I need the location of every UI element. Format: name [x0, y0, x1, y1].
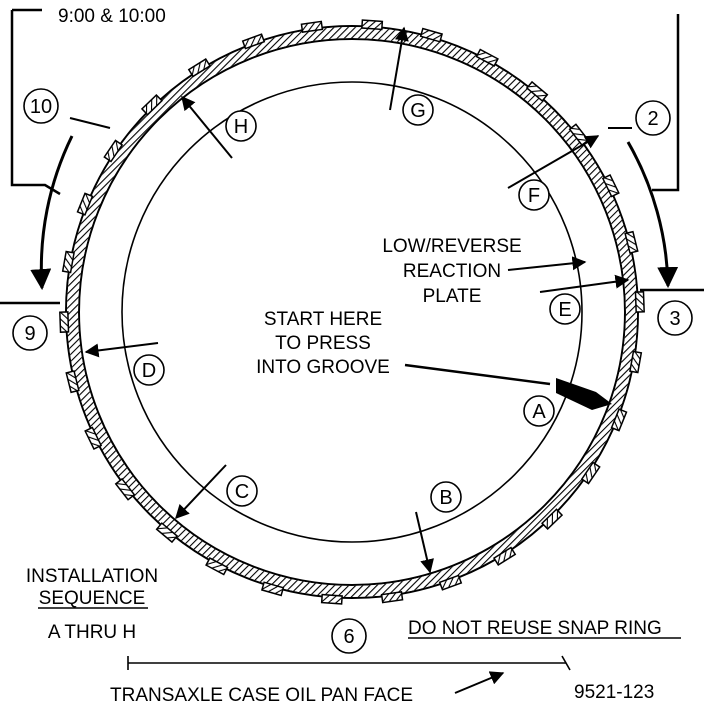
svg-text:INSTALLATION: INSTALLATION	[26, 566, 158, 587]
ring-lug	[380, 590, 404, 604]
ring-lug	[320, 593, 343, 605]
ring-lug	[438, 574, 463, 591]
sequence-letter-text: D	[142, 360, 156, 382]
sequence-letter-a: A	[523, 395, 555, 427]
clock-number-6: 6	[331, 618, 367, 654]
clock-number-text: 3	[669, 308, 680, 330]
sequence-letters: A B C D E F G H	[133, 94, 581, 513]
svg-text:A THRU H: A THRU H	[48, 622, 136, 643]
ring-lug	[114, 477, 136, 501]
ring-lug	[634, 291, 645, 313]
ring-lug	[187, 58, 212, 78]
clock-number-text: 2	[647, 108, 658, 130]
ring-lug	[140, 93, 163, 116]
sequence-letter-text: G	[410, 100, 426, 122]
ring-lug	[629, 350, 643, 374]
ring-lug	[84, 426, 103, 450]
ring-lug	[610, 408, 628, 432]
reaction-plate-arrow	[507, 256, 587, 271]
svg-text:TO PRESS: TO PRESS	[275, 333, 371, 354]
sequence-letter-d: D	[133, 354, 165, 386]
installation-label: INSTALLATION SEQUENCE A THRU H	[26, 566, 158, 643]
ring-lug	[59, 311, 70, 333]
clock-number-9: 9	[12, 315, 48, 351]
svg-text:INTO GROOVE: INTO GROOVE	[256, 357, 390, 378]
oil-pan-label: TRANSAXLE CASE OIL PAN FACE	[110, 685, 413, 706]
start-here-arrow	[404, 363, 612, 410]
ring-lug	[103, 139, 124, 163]
ring-lug	[541, 508, 564, 531]
svg-text:PLATE: PLATE	[423, 286, 482, 307]
svg-text:DO NOT REUSE SNAP RING: DO NOT REUSE SNAP RING	[408, 618, 662, 639]
sequence-letter-text: C	[235, 481, 249, 503]
ring-lug	[492, 546, 517, 566]
time-label: 9:00 & 10:00	[58, 6, 166, 27]
svg-text:REACTION: REACTION	[403, 261, 501, 282]
sequence-letter-c: C	[226, 475, 258, 507]
ring-lug	[300, 20, 324, 34]
ring-lug	[419, 27, 444, 43]
oil-pan-line	[127, 655, 571, 694]
ring-lug	[205, 557, 229, 576]
ring-lug	[155, 522, 179, 544]
sequence-letter-e: E	[549, 293, 581, 325]
svg-text:LOW/REVERSE: LOW/REVERSE	[382, 236, 521, 257]
warning-label: DO NOT REUSE SNAP RING	[408, 618, 681, 639]
sequence-letter-text: E	[558, 299, 571, 321]
clock-number-text: 10	[30, 96, 52, 118]
ring-lug	[475, 48, 499, 67]
snap-ring	[59, 19, 645, 605]
clock-number-10: 10	[23, 88, 59, 124]
ring-lug	[65, 370, 80, 394]
sequence-letter-h: H	[225, 110, 257, 142]
clock-sweep-arrows	[30, 135, 679, 291]
ring-lug	[260, 581, 285, 597]
ring-lug	[361, 19, 384, 31]
ring-lug	[61, 250, 75, 274]
reaction-plate	[121, 81, 583, 543]
sequence-letter-text: B	[439, 487, 452, 509]
start-here-label: START HERE TO PRESS INTO GROOVE	[256, 309, 390, 378]
sequence-arrows	[69, 26, 632, 574]
ring-lug	[580, 461, 601, 485]
clock-number-text: 9	[24, 323, 35, 345]
svg-text:SEQUENCE: SEQUENCE	[39, 588, 146, 609]
sequence-letter-text: H	[234, 116, 248, 138]
ring-lug	[624, 230, 639, 254]
clock-number-3: 3	[657, 300, 693, 336]
clock-numbers: 10 2 9 3 6	[12, 88, 693, 654]
ring-lug	[525, 80, 549, 102]
ring-lug	[601, 174, 620, 198]
clock-number-2: 2	[635, 100, 671, 136]
ring-lug	[241, 33, 266, 50]
ring-lug	[76, 192, 94, 216]
sequence-letter-text: F	[528, 185, 540, 207]
svg-text:START HERE: START HERE	[264, 309, 382, 330]
sequence-letter-f: F	[518, 179, 550, 211]
clock-number-text: 6	[343, 626, 354, 648]
reaction-plate-label: LOW/REVERSE REACTION PLATE	[382, 236, 521, 307]
ring-lugs	[59, 19, 645, 605]
sequence-letter-b: B	[430, 481, 462, 513]
sequence-letter-text: A	[532, 401, 546, 423]
figure-id: 9521-123	[574, 682, 654, 703]
sequence-letter-g: G	[402, 94, 434, 126]
